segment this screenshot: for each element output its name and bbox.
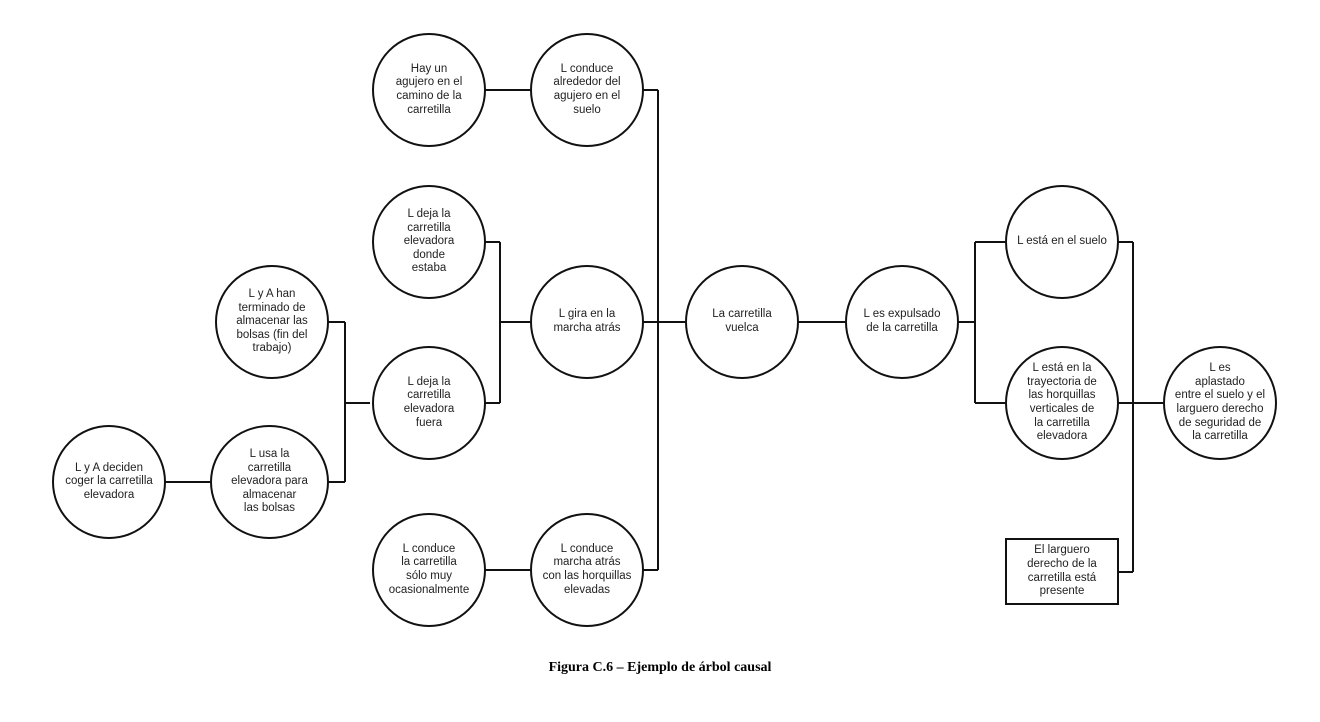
node-deja-carretilla-fuera: L deja la carretilla elevadora fuera <box>372 346 486 460</box>
node-gira-marcha-atras-label: L gira en la marcha atrás <box>553 308 621 334</box>
node-conduce-horquillas-elevadas-label: L conduce marcha atrás con las horquilla… <box>542 542 632 596</box>
node-carretilla-vuelca-label: La carretilla vuelca <box>712 308 772 334</box>
node-terminado-almacenar: L y A han terminado de almacenar las bol… <box>215 265 329 379</box>
node-usa-carretilla-label: L usa la carretilla elevadora para almac… <box>231 448 308 515</box>
node-trayectoria-horquillas-label: L está en la trayectoria de las horquill… <box>1027 362 1097 443</box>
node-larguero-presente-label: El larguero derecho de la carretilla est… <box>1027 544 1097 598</box>
node-conduce-ocasionalmente-label: L conduce la carretilla sólo muy ocasion… <box>388 542 470 596</box>
node-terminado-almacenar-label: L y A han terminado de almacenar las bol… <box>236 288 308 355</box>
node-esta-en-suelo-label: L está en el suelo <box>1017 235 1107 248</box>
node-conduce-alrededor-agujero-label: L conduce alrededor del agujero en el su… <box>553 62 621 116</box>
node-conduce-alrededor-agujero: L conduce alrededor del agujero en el su… <box>530 33 644 147</box>
node-usa-carretilla: L usa la carretilla elevadora para almac… <box>210 425 329 539</box>
node-aplastado-label: L es aplastado entre el suelo y el largu… <box>1174 362 1266 443</box>
node-expulsado-carretilla: L es expulsado de la carretilla <box>845 265 959 379</box>
node-larguero-presente: El larguero derecho de la carretilla est… <box>1005 538 1119 605</box>
node-trayectoria-horquillas: L está en la trayectoria de las horquill… <box>1005 346 1119 460</box>
node-conduce-ocasionalmente: L conduce la carretilla sólo muy ocasion… <box>372 513 486 627</box>
figure-caption: Figura C.6 – Ejemplo de árbol causal <box>548 660 772 675</box>
node-esta-en-suelo: L está en el suelo <box>1005 185 1119 299</box>
node-conduce-horquillas-elevadas: L conduce marcha atrás con las horquilla… <box>530 513 644 627</box>
node-expulsado-carretilla-label: L es expulsado de la carretilla <box>863 308 941 334</box>
node-aplastado: L es aplastado entre el suelo y el largu… <box>1163 346 1277 460</box>
node-deja-carretilla-donde-estaba: L deja la carretilla elevadora donde est… <box>372 185 486 299</box>
node-hay-agujero-label: Hay un agujero en el camino de la carret… <box>395 62 463 116</box>
node-hay-agujero: Hay un agujero en el camino de la carret… <box>372 33 486 147</box>
node-deciden-coger-carretilla-label: L y A deciden coger la carretilla elevad… <box>65 461 153 501</box>
node-carretilla-vuelca: La carretilla vuelca <box>685 265 799 379</box>
node-deja-carretilla-donde-estaba-label: L deja la carretilla elevadora donde est… <box>403 208 455 275</box>
node-deja-carretilla-fuera-label: L deja la carretilla elevadora fuera <box>403 375 455 429</box>
node-deciden-coger-carretilla: L y A deciden coger la carretilla elevad… <box>52 425 166 539</box>
node-gira-marcha-atras: L gira en la marcha atrás <box>530 265 644 379</box>
